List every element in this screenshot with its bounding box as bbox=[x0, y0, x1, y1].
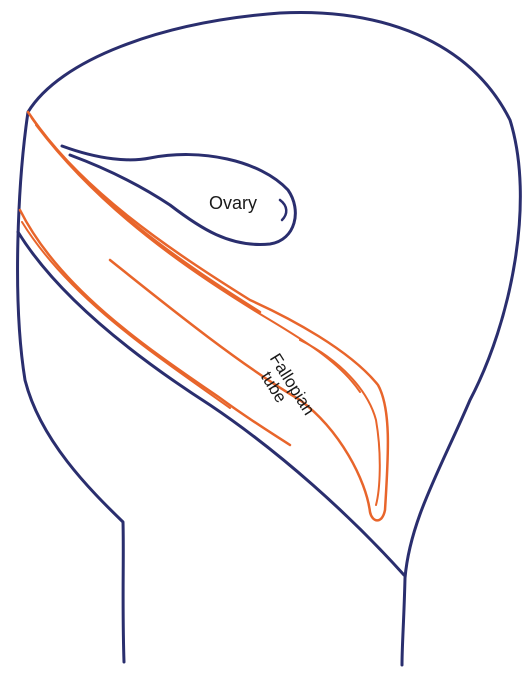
tube-stroke-mid-2 bbox=[36, 125, 360, 392]
body-outline bbox=[18, 12, 521, 665]
ovary-ligament-mark bbox=[280, 200, 286, 220]
fallopian-tube bbox=[20, 112, 388, 520]
tube-stroke-lower-2 bbox=[22, 222, 230, 408]
ovary-label: Ovary bbox=[209, 193, 257, 214]
tube-stroke-inner-tip bbox=[300, 340, 380, 505]
tube-stroke-upper bbox=[28, 112, 388, 520]
ovary-outline bbox=[62, 146, 295, 245]
